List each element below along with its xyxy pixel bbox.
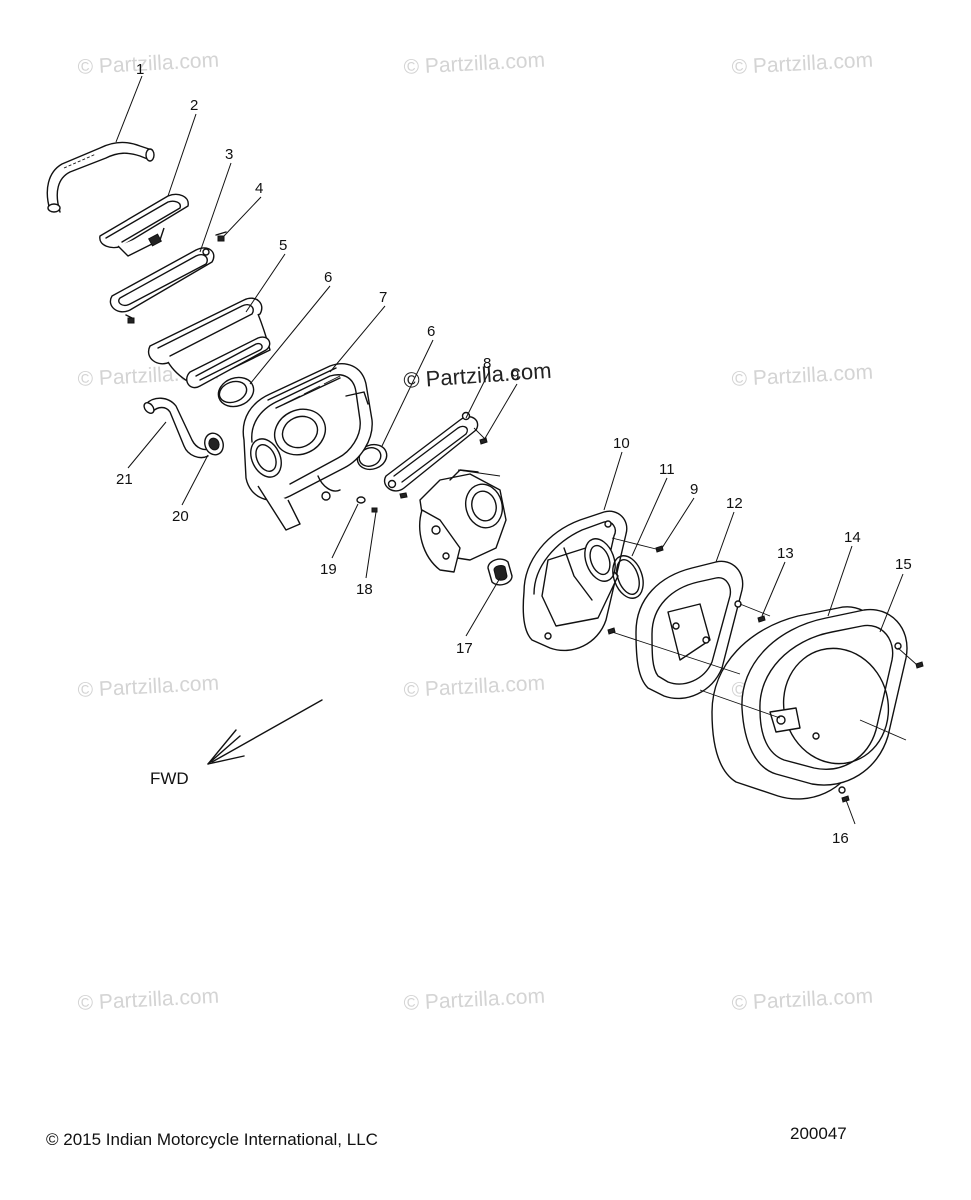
callout-20: 20 <box>172 508 189 525</box>
part-20-bushing <box>204 432 224 456</box>
part-15-cover <box>741 608 908 794</box>
part-11-ring <box>612 555 644 599</box>
watermark: © Partzilla.com <box>731 985 874 1015</box>
callout-9: 9 <box>511 367 519 384</box>
watermark-featured: © Partzilla.com <box>403 358 553 393</box>
callout-19: 19 <box>320 561 337 578</box>
part-5-intake-boot <box>147 297 271 389</box>
part-12-air-filter <box>635 560 744 700</box>
watermark: © Partzilla.com <box>403 985 546 1015</box>
watermark: © Partzilla.com <box>77 985 220 1015</box>
part-3-gasket <box>109 247 215 313</box>
callout-3: 3 <box>225 146 233 163</box>
bolts-cover <box>757 615 924 803</box>
fwd-label: FWD <box>150 769 189 788</box>
leader-lines <box>115 75 917 825</box>
watermark: © Partzilla.com <box>403 49 546 79</box>
callout-14: 14 <box>844 529 861 546</box>
callout-6b: 6 <box>427 323 435 340</box>
watermark: © Partzilla.com <box>731 49 874 79</box>
callout-11: 11 <box>659 461 675 478</box>
part-2-intake-cover <box>99 193 189 257</box>
part-6-o-ring-inner <box>218 380 248 404</box>
callout-4: 4 <box>255 180 263 197</box>
callout-17: 17 <box>456 640 473 657</box>
callout-9b: 9 <box>690 481 698 498</box>
callout-6: 6 <box>324 269 332 286</box>
part-17-grommet <box>487 558 513 586</box>
callout-13: 13 <box>777 545 794 562</box>
callout-21: 21 <box>116 471 133 488</box>
callout-numbers: 1 2 3 4 5 6 6 7 8 9 9 10 11 12 13 14 15 … <box>116 61 912 847</box>
bolts-upper <box>125 231 227 324</box>
part-6-o-ring-2-inner <box>358 447 382 467</box>
callout-16: 16 <box>832 830 849 847</box>
callout-18: 18 <box>356 581 373 598</box>
diagram-number: 200047 <box>790 1124 847 1143</box>
callout-10: 10 <box>613 435 630 452</box>
callout-15: 15 <box>895 556 912 573</box>
part-10-backplate <box>522 510 628 652</box>
part-6-o-ring <box>217 376 255 408</box>
forward-direction-arrow: FWD <box>150 699 323 788</box>
callout-1: 1 <box>136 61 144 78</box>
part-11-ring-inner <box>616 559 640 595</box>
part-7-airbox-housing <box>242 363 373 531</box>
callout-7: 7 <box>379 289 387 306</box>
watermark: © Partzilla.com <box>731 361 874 391</box>
part-21-elbow-hose <box>143 397 213 459</box>
watermark: © Partzilla.com <box>77 49 220 79</box>
copyright-notice: © 2015 Indian Motorcycle International, … <box>46 1130 378 1149</box>
callout-5: 5 <box>279 237 287 254</box>
bolts-middle <box>356 437 664 635</box>
callout-2: 2 <box>190 97 198 114</box>
watermark: © Partzilla.com <box>77 672 220 702</box>
throttle-body <box>419 469 507 573</box>
callout-12: 12 <box>726 495 743 512</box>
callout-8: 8 <box>483 355 491 372</box>
watermark: © Partzilla.com <box>403 672 546 702</box>
part-6-o-ring-2 <box>356 443 388 471</box>
part-1-hose <box>46 141 155 213</box>
